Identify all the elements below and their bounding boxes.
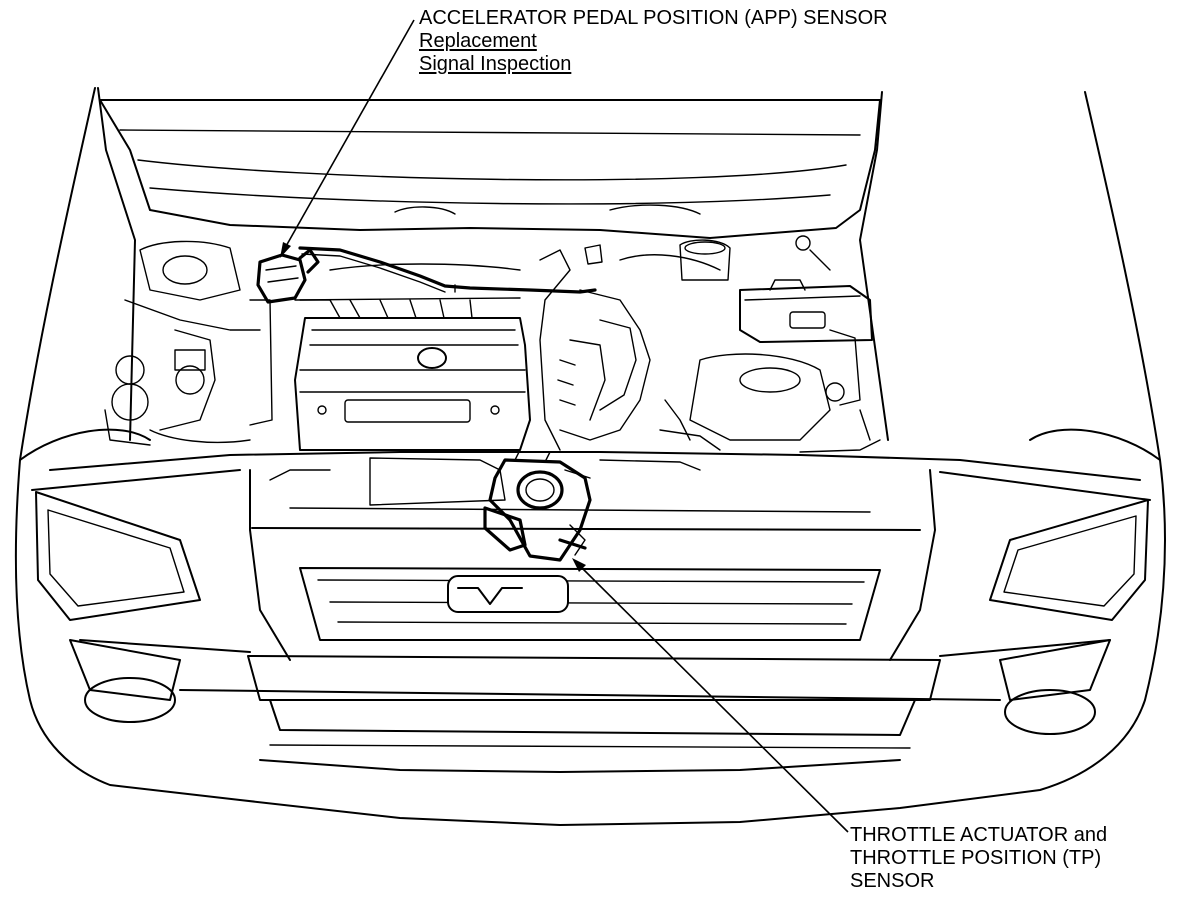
app-sensor-title: ACCELERATOR PEDAL POSITION (APP) SENSOR — [419, 7, 888, 29]
app-sensor-callout: ACCELERATOR PEDAL POSITION (APP) SENSOR … — [419, 7, 888, 76]
signal-inspection-link[interactable]: Signal Inspection — [419, 53, 572, 75]
leader-lines — [280, 19, 849, 833]
app-sensor-component — [256, 246, 597, 304]
vehicle-body — [14, 87, 1166, 826]
tp-leader-line — [579, 565, 849, 833]
throttle-body-component — [483, 449, 592, 562]
app-leader-arrowhead — [280, 242, 291, 258]
tp-leader-arrowhead — [572, 558, 586, 572]
throttle-callout: THROTTLE ACTUATOR and THROTTLE POSITION … — [850, 824, 1107, 893]
replacement-link[interactable]: Replacement — [419, 30, 537, 52]
throttle-callout-line-3: SENSOR — [850, 870, 935, 892]
throttle-callout-line-2: THROTTLE POSITION (TP) — [850, 847, 1102, 869]
app-leader-line — [284, 19, 415, 249]
throttle-callout-line-1: THROTTLE ACTUATOR and — [850, 824, 1108, 846]
engine-bay-components — [104, 235, 881, 513]
